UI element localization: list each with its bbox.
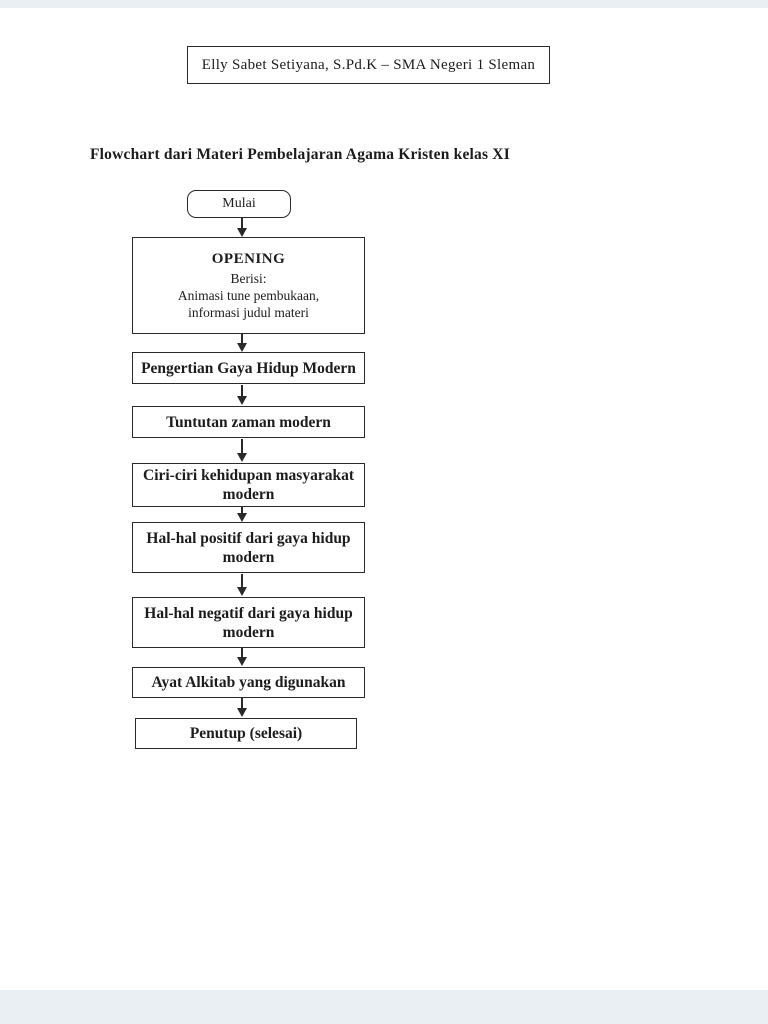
flow-arrow (236, 698, 248, 717)
flow-node-hal-positif: Hal-hal positif dari gaya hidup modern (132, 522, 365, 573)
author-header-box: Elly Sabet Setiyana, S.Pd.K – SMA Negeri… (187, 46, 550, 84)
arrow-head-icon (237, 396, 247, 405)
arrow-shaft (241, 334, 243, 343)
arrow-shaft (241, 648, 243, 657)
flow-arrow (236, 218, 248, 237)
arrow-head-icon (237, 453, 247, 462)
flow-node-ciri-ciri: Ciri-ciri kehidupan masyarakat modern (132, 463, 365, 507)
arrow-shaft (241, 574, 243, 587)
arrow-head-icon (237, 657, 247, 666)
flow-node-opening-line: Berisi: (230, 270, 267, 286)
arrow-shaft (241, 439, 243, 453)
flow-arrow (236, 574, 248, 596)
flow-node-opening-line: Animasi tune pembukaan, (177, 287, 320, 303)
flow-arrow (236, 385, 248, 405)
flow-arrow (236, 507, 248, 522)
flow-node-opening: OPENING Berisi: Animasi tune pembukaan, … (132, 237, 365, 334)
arrow-shaft (241, 507, 243, 513)
flow-node-penutup: Penutup (selesai) (135, 718, 357, 749)
arrow-head-icon (237, 513, 247, 522)
flow-arrow (236, 334, 248, 352)
arrow-head-icon (237, 228, 247, 237)
flow-node-pengertian: Pengertian Gaya Hidup Modern (132, 352, 365, 384)
flow-arrow (236, 648, 248, 666)
flow-node-tuntutan: Tuntutan zaman modern (132, 406, 365, 438)
arrow-head-icon (237, 343, 247, 352)
flow-arrow (236, 439, 248, 462)
viewer-background-bottom (0, 990, 768, 1024)
arrow-head-icon (237, 708, 247, 717)
arrow-head-icon (237, 587, 247, 596)
arrow-shaft (241, 385, 243, 396)
viewer-background-top (0, 0, 768, 8)
flow-node-start: Mulai (187, 190, 291, 218)
flow-node-hal-negatif: Hal-hal negatif dari gaya hidup modern (132, 597, 365, 648)
page-title: Flowchart dari Materi Pembelajaran Agama… (90, 146, 510, 163)
flow-node-opening-line: informasi judul materi (188, 304, 309, 320)
author-header-text: Elly Sabet Setiyana, S.Pd.K – SMA Negeri… (201, 56, 536, 73)
flow-node-start-label: Mulai (222, 196, 256, 211)
arrow-shaft (241, 218, 243, 228)
flow-node-ayat-alkitab: Ayat Alkitab yang digunakan (132, 667, 365, 698)
arrow-shaft (241, 698, 243, 708)
flow-node-opening-title: OPENING (211, 250, 286, 267)
